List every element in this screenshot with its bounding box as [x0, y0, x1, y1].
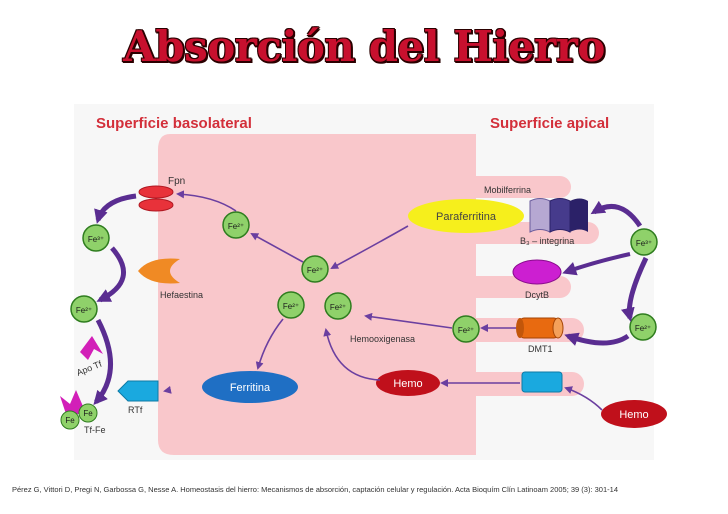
- apo-tf-shape: [80, 336, 103, 360]
- tf-fe-label: Tf-Fe: [84, 425, 106, 435]
- svg-text:Fe²⁺: Fe²⁺: [635, 324, 651, 333]
- svg-text:Fe³⁺: Fe³⁺: [636, 239, 652, 248]
- basolateral-label: Superficie basolateral: [96, 115, 252, 132]
- apo-tf-label: Apo Tf: [75, 359, 104, 378]
- heme-transporter: [521, 371, 563, 393]
- tf-shape: [60, 390, 86, 414]
- fe2-ion-d: Fe²⁺: [324, 292, 352, 320]
- fe2-ion-b: Fe²⁺: [301, 255, 329, 283]
- ferritina-oval: [202, 371, 298, 403]
- fe-tf-2: Fe: [60, 410, 80, 430]
- svg-text:Fe: Fe: [65, 416, 75, 425]
- fe2-ion-e: Fe²⁺: [452, 315, 480, 343]
- arrow-fpn-to-fe3: [94, 193, 137, 224]
- arrow-fe3-to-fe2-lumen: [621, 256, 649, 322]
- hefaestina-shape: [138, 258, 180, 284]
- fe2-ion-a: Fe²⁺: [222, 211, 250, 239]
- arrow-hemo-lumen-to-transporter: [564, 386, 603, 411]
- ferritina-label: Ferritina: [230, 382, 271, 394]
- fe3-ion-basolateral: Fe³⁺: [82, 224, 110, 252]
- bold-arrows: [93, 193, 649, 406]
- dcytb-label: DcytB: [525, 290, 549, 300]
- paraferritina-label: Paraferritina: [436, 211, 497, 223]
- arrow-dcytb-reduction: [562, 252, 631, 276]
- arrow-paraferritina-to-fe: [330, 225, 409, 269]
- fe2-ion-basolateral: Fe²⁺: [70, 295, 98, 323]
- fe3-ion-lumen: Fe³⁺: [630, 228, 658, 256]
- svg-text:Fe²⁺: Fe²⁺: [228, 222, 244, 231]
- paraferritina-oval: [408, 199, 524, 233]
- dmt1-transporter: [516, 317, 564, 339]
- arrow-fe2-lumen-to-dmt1: [564, 332, 630, 346]
- fe2-ion-lumen: Fe²⁺: [629, 313, 657, 341]
- hemo-internal-label: Hemo: [393, 378, 422, 390]
- arrow-fe-to-ferritina: [255, 318, 284, 370]
- svg-text:Fe²⁺: Fe²⁺: [307, 266, 323, 275]
- svg-text:Fe: Fe: [83, 409, 93, 418]
- dcytb-oval: [512, 259, 562, 285]
- hemo-lumen-oval: [601, 400, 667, 428]
- b3-integrina-label: B₃ – integrina: [520, 236, 574, 246]
- arrow-hemo-to-fe: [323, 328, 381, 381]
- mobilferrina-label: Mobilferrina: [484, 185, 531, 195]
- mobilferrina-integrina-complex: [529, 198, 588, 233]
- fe2-ion-c: Fe²⁺: [277, 291, 305, 319]
- fpn-label: Fpn: [168, 176, 185, 187]
- citation-footer: Pérez G, Vittori D, Pregi N, Garbossa G,…: [12, 485, 618, 494]
- arrow-fe2-to-tf: [93, 318, 113, 406]
- cell-arrows: [163, 190, 603, 411]
- svg-text:Fe³⁺: Fe³⁺: [88, 235, 104, 244]
- fpn-transporter: [138, 185, 174, 212]
- arrow-fe3-lumen-to-integrina: [590, 200, 643, 228]
- svg-text:Fe²⁺: Fe²⁺: [330, 303, 346, 312]
- arrow-fe-to-fpn: [176, 190, 237, 212]
- microvillus-1: [470, 176, 571, 198]
- fe-tf-1: Fe: [78, 403, 98, 423]
- hemo-lumen-label: Hemo: [619, 409, 648, 421]
- page-title: Absorción del Hierro: [123, 22, 605, 71]
- arrow-fe3-to-fe2: [96, 246, 126, 303]
- arrow-fe-to-hemooxigenasa: [364, 312, 453, 329]
- hemo-internal-oval: [376, 370, 440, 396]
- svg-text:Fe²⁺: Fe²⁺: [458, 326, 474, 335]
- rtf-label: RTf: [128, 405, 143, 415]
- svg-text:Fe²⁺: Fe²⁺: [283, 302, 299, 311]
- arrow-fe-to-fe-up: [250, 233, 304, 263]
- hefaestina-label: Hefaestina: [160, 290, 203, 300]
- dmt1-label: DMT1: [528, 344, 553, 354]
- hemooxigenasa-label: Hemooxigenasa: [350, 334, 415, 344]
- svg-text:Fe²⁺: Fe²⁺: [76, 306, 92, 315]
- rtf-receptor: [117, 380, 159, 402]
- cell-body: [158, 134, 476, 455]
- apical-label: Superficie apical: [490, 115, 609, 132]
